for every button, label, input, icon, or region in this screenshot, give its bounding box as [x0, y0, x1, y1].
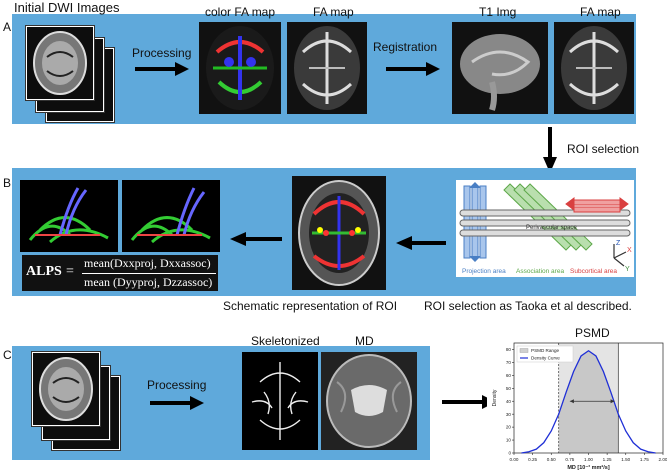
legend-box: [516, 345, 574, 363]
arrow-processing-a: [135, 62, 189, 76]
formula-numerator: mean(Dxxproj, Dxxassoc): [84, 256, 211, 270]
y-tick-label: 50: [506, 386, 512, 391]
legend-label-range: PSMD Range: [531, 348, 560, 353]
range-arrow-head-left: [569, 399, 574, 404]
x-tick-label: 0.75: [565, 457, 574, 462]
fa-map-image-1: [287, 22, 367, 114]
arrow-processing-c: [150, 396, 204, 410]
arrow-roi-to-brain: [396, 236, 446, 250]
axis-indicator: [613, 244, 627, 267]
psmd-range-fill: [558, 350, 619, 453]
x-tick-label: 1.50: [621, 457, 630, 462]
t1-image: [452, 22, 548, 114]
processing-label-c: Processing: [147, 378, 207, 392]
fa-map-image-2: [554, 22, 634, 114]
x-axis-label: MD [10⁻³ mm²/s]: [567, 464, 609, 471]
perivascular-label: Perivascular space: [526, 225, 577, 231]
axis-y-label: Y: [625, 266, 630, 273]
psmd-title: PSMD: [575, 326, 610, 340]
arrow-schematic-to-alps: [230, 232, 282, 246]
density-curve: [521, 349, 656, 454]
md-label: MD: [355, 334, 374, 348]
x-tick-label: 1.00: [584, 457, 593, 462]
subcortical-fibers: [565, 197, 629, 213]
roi-selection-label: ROI selection: [567, 142, 640, 156]
legend-swatch-range: [519, 348, 529, 353]
formula-lhs: ALPS: [26, 264, 62, 279]
panel-c-letter: C: [3, 348, 12, 362]
psmd-chart: 0.00 0.25 0.50 0.75 1.00 1.25 1.50 1.75 2.00 0 10 2…: [487, 339, 667, 475]
initial-dwi-label: Initial DWI Images: [14, 0, 120, 15]
x-tick-label: 2.00: [659, 457, 667, 462]
arrow-registration: [386, 62, 440, 76]
y-axis-label: Density: [492, 389, 498, 406]
arrow-roi-selection: [543, 127, 557, 173]
color-fa-map-image: [199, 22, 281, 114]
y-tick-label: 40: [506, 399, 512, 404]
axis-x-label: X: [627, 247, 632, 254]
y-tick-label: 70: [506, 360, 512, 365]
association-fibers: [503, 183, 593, 251]
tractography-image-2: [122, 180, 220, 252]
axis-z-label: Z: [616, 240, 621, 247]
x-tick-label: 0.50: [547, 457, 556, 462]
perivascular-tubes: [459, 209, 631, 237]
y-tick-label: 0: [508, 451, 511, 456]
legend-projection: Projection area: [462, 268, 506, 275]
alps-formula: ALPS = mean(Dxxproj, Dxxassoc) mean (Dyy…: [22, 255, 218, 291]
fa-map-label-2: FA map: [580, 5, 621, 19]
color-fa-label: color FA map: [205, 5, 276, 19]
y-tick-label: 60: [506, 373, 512, 378]
roi-brain-image: [292, 176, 386, 290]
y-tick-label: 30: [506, 412, 512, 417]
legend-subcortical: Subcortical area: [570, 268, 617, 275]
md-image: [321, 352, 417, 450]
legend-label-curve: Density Curve: [531, 356, 560, 361]
fa-map-label-1: FA map: [313, 5, 354, 19]
skeletonized-label: Skeletonized: [251, 334, 320, 348]
registration-label: Registration: [373, 40, 438, 54]
formula-denominator: mean (Dyyproj, Dzzassoc): [84, 275, 213, 289]
x-tick-label: 0.00: [510, 457, 519, 462]
range-arrow-head-right: [610, 399, 615, 404]
formula-fraction-bar: [82, 273, 216, 274]
x-tick-label: 1.75: [640, 457, 649, 462]
y-tick-label: 80: [506, 347, 512, 352]
roi-caption: ROI selection as Taoka et al described.: [424, 299, 632, 313]
x-tick-label: 1.25: [603, 457, 612, 462]
taoka-schematic: Perivascular space Z X Y Projection area…: [456, 180, 634, 277]
t1-label: T1 Img: [479, 5, 517, 19]
schematic-caption: Schematic representation of ROI: [223, 299, 398, 313]
skeletonized-image: [242, 352, 318, 450]
panel-a-letter: A: [3, 20, 12, 34]
y-tick-label: 20: [506, 425, 512, 430]
tractography-image-1: [20, 180, 118, 252]
formula-equals: =: [66, 264, 74, 279]
y-tick-label: 10: [506, 438, 512, 443]
panel-b-letter: B: [3, 176, 12, 190]
x-tick-label: 0.25: [528, 457, 537, 462]
legend-association: Association area: [516, 268, 564, 275]
processing-label-a: Processing: [132, 46, 192, 60]
